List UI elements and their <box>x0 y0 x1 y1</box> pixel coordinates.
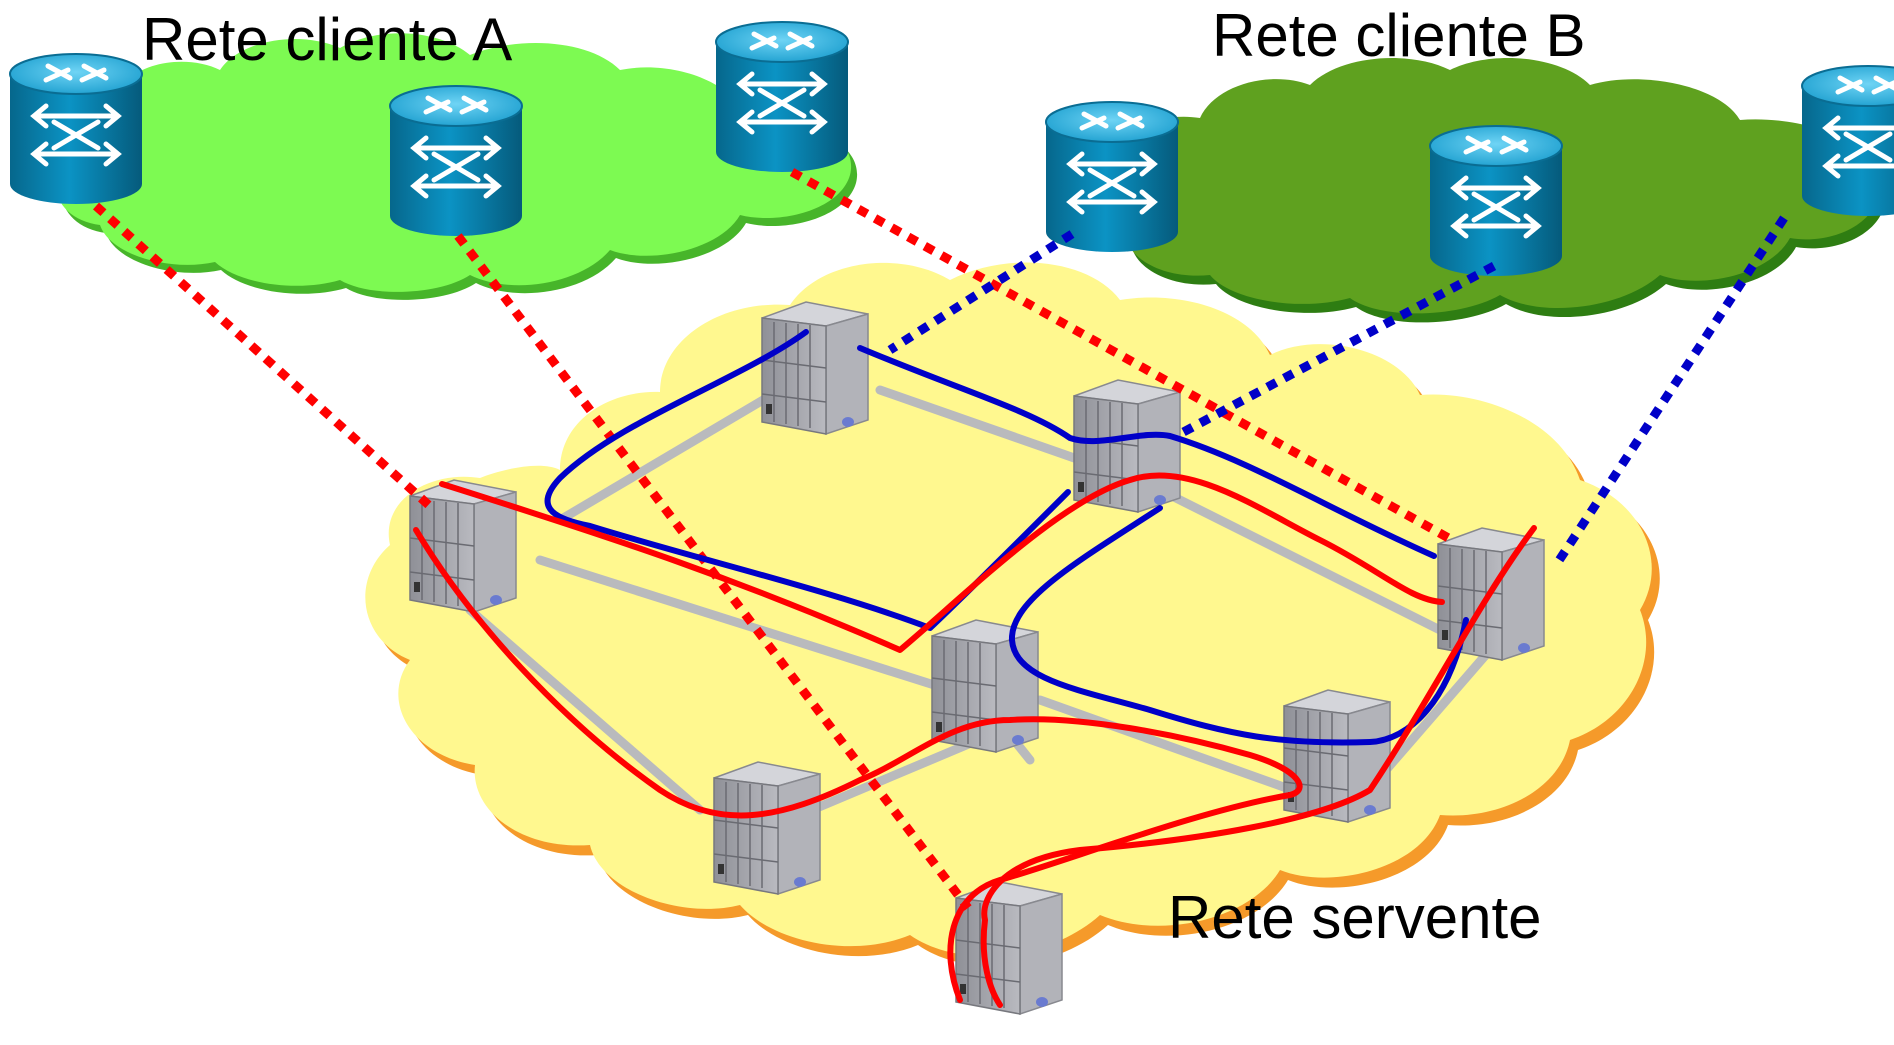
core-node-8 <box>955 881 1063 1015</box>
client-a-logical-paths <box>413 472 1537 1008</box>
core-node-3 <box>1073 379 1181 513</box>
core-node-7 <box>713 761 821 895</box>
client-b-router-3 <box>1802 66 1894 216</box>
client-a-router-1 <box>10 54 142 204</box>
client-network-b-label: Rete cliente B <box>1212 2 1586 69</box>
client-b-access-links <box>887 215 1788 565</box>
client-network-a-label: Rete cliente A <box>142 6 513 73</box>
client-a-router-2 <box>390 86 522 236</box>
core-node-2 <box>761 301 869 435</box>
client-a-router-3 <box>716 22 848 172</box>
client-b-router-1 <box>1046 102 1178 252</box>
client-b-router-2 <box>1430 126 1562 276</box>
serving-physical-links <box>465 385 1495 820</box>
serving-network-label: Rete servente <box>1168 884 1542 951</box>
